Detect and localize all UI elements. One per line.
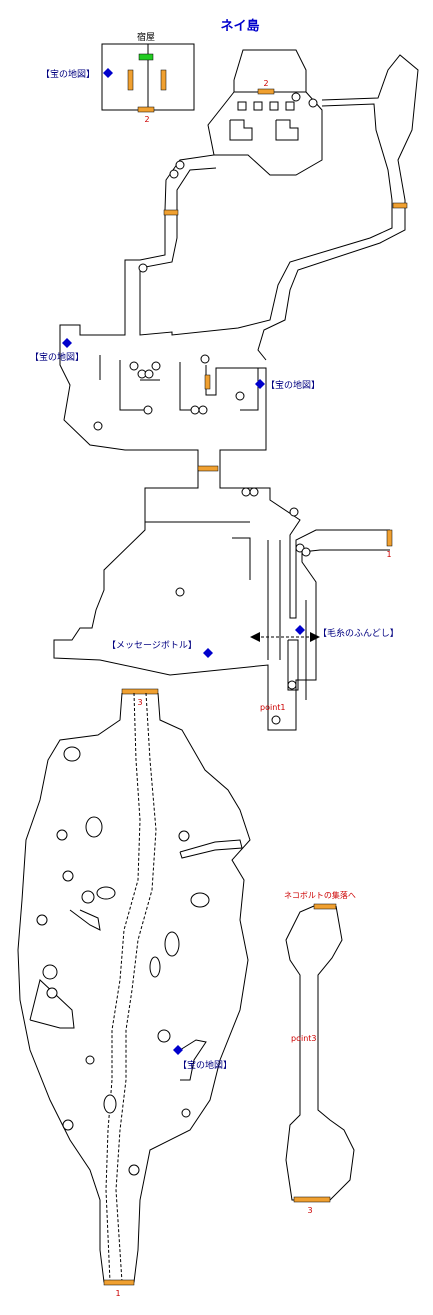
right-bottom-number: 3 <box>307 1206 312 1215</box>
lower-cave-rocks <box>36 746 210 1176</box>
treasure-map-inn-label: 【宝の地図】 <box>41 68 95 80</box>
treasure-marker-wool[interactable] <box>295 625 305 635</box>
point1-label: point1 <box>260 703 286 712</box>
middle-area-walls <box>53 470 390 731</box>
treasure-marker-bottle[interactable] <box>203 648 213 658</box>
lower-bottom-number: 1 <box>115 1289 120 1298</box>
inn-exit-number: 2 <box>144 115 149 124</box>
east-exit-door[interactable] <box>386 529 393 547</box>
east-exit-number: 1 <box>386 550 391 559</box>
inn-door-left[interactable] <box>127 69 134 91</box>
wool-loincloth-label: 【毛糸のふんどし】 <box>318 627 399 639</box>
inn-bed <box>138 53 154 61</box>
inn-label: 宿屋 <box>137 31 155 43</box>
building-windows <box>237 101 295 111</box>
message-bottle-label: 【メッセージボトル】 <box>107 640 197 651</box>
lower-bottom-door[interactable] <box>103 1279 135 1286</box>
middle-pots <box>175 487 311 725</box>
point1-arrow <box>250 632 320 642</box>
right-top-door[interactable] <box>313 903 337 910</box>
point3-label: point3 <box>291 1034 317 1043</box>
building-exit-door[interactable] <box>257 88 275 95</box>
east-corridor-door[interactable] <box>392 202 408 209</box>
inn-exit-door[interactable] <box>137 106 155 113</box>
building-exit-number: 2 <box>263 79 268 88</box>
lower-cave-walls <box>17 692 251 1283</box>
treasure-marker-lower[interactable] <box>173 1045 183 1055</box>
treasure-marker-left[interactable] <box>62 338 72 348</box>
middle-connector-door[interactable] <box>197 465 219 472</box>
treasure-map-center-label: 【宝の地図】 <box>266 379 320 391</box>
inn-door-right[interactable] <box>160 69 167 91</box>
right-bottom-door[interactable] <box>293 1196 331 1203</box>
upper-pots <box>93 92 318 431</box>
treasure-map-lower-label: 【宝の地図】 <box>178 1059 232 1071</box>
treasure-marker-center[interactable] <box>255 379 265 389</box>
middle-room-door[interactable] <box>204 374 211 390</box>
right-passage-walls <box>285 905 355 1201</box>
lower-top-door[interactable] <box>121 688 159 695</box>
map-title: ネイ島 <box>220 18 259 34</box>
lower-cave-path <box>105 692 157 1283</box>
lower-top-number: 3 <box>137 698 142 707</box>
north-corridor-door[interactable] <box>163 209 179 216</box>
treasure-marker-inn[interactable] <box>103 68 113 78</box>
upper-area-walls <box>59 49 419 470</box>
treasure-map-left-label: 【宝の地図】 <box>30 351 84 363</box>
to-nekobolt-label: ネコボルトの集落へ <box>284 890 356 900</box>
